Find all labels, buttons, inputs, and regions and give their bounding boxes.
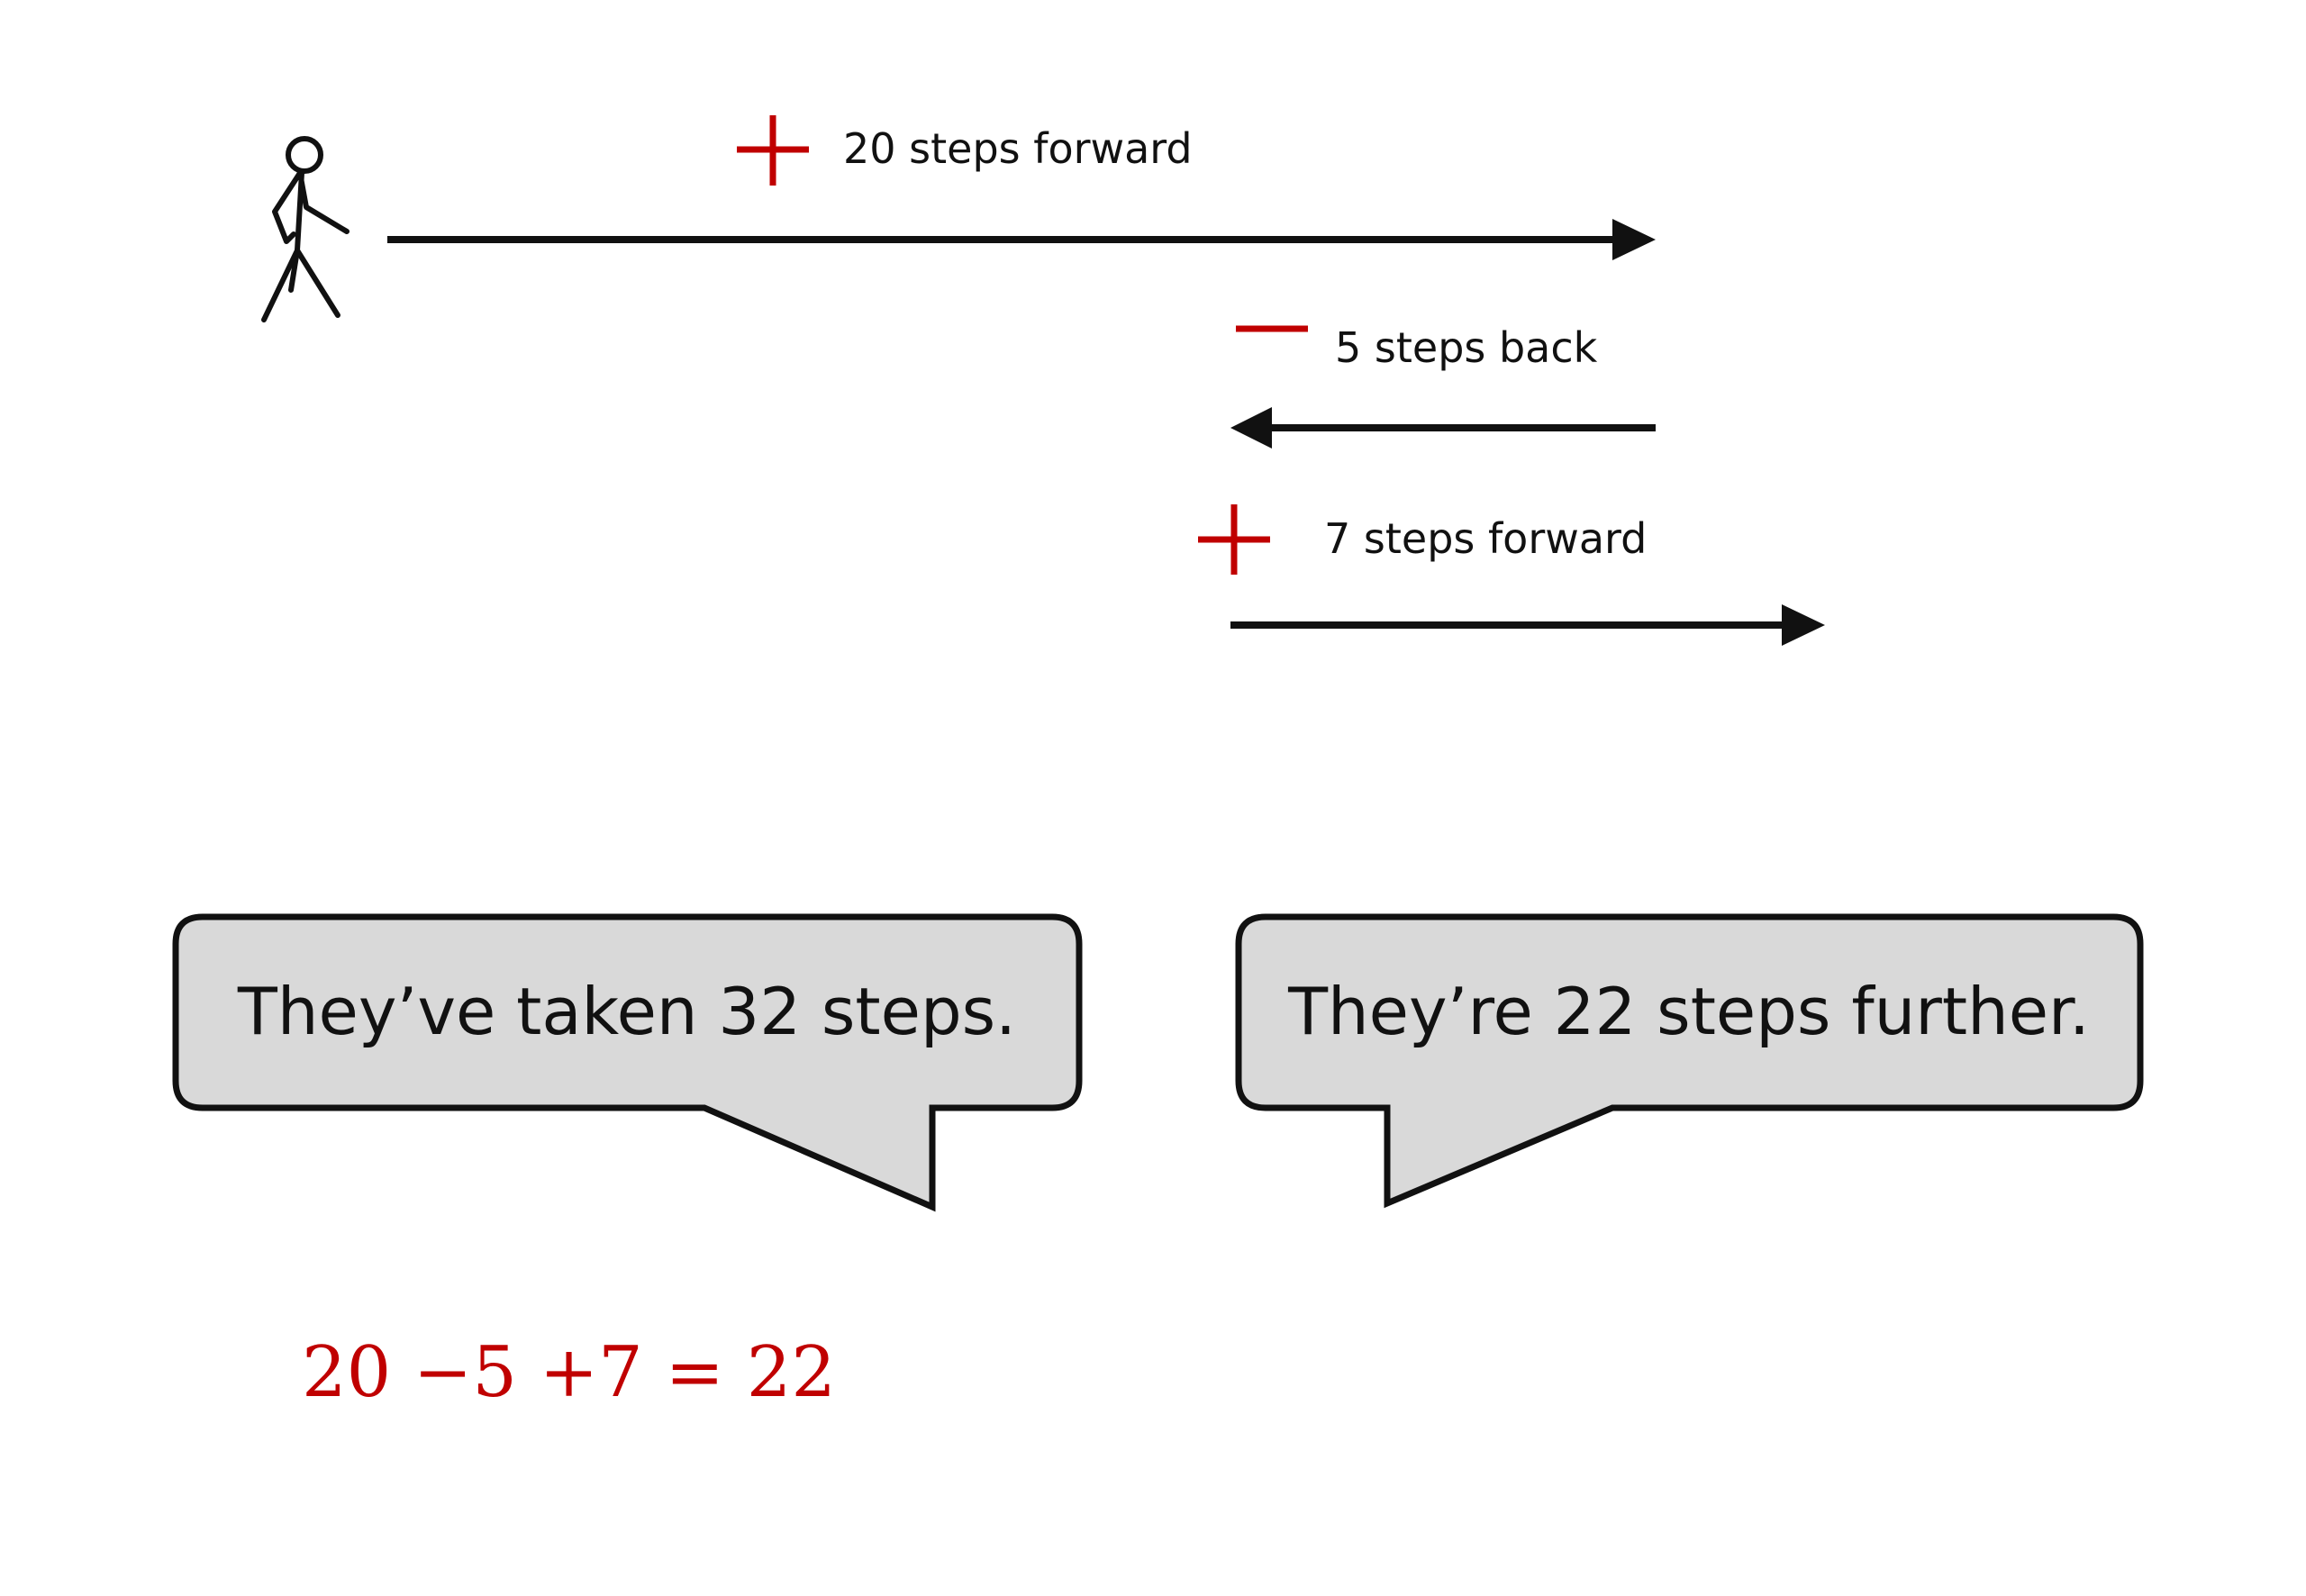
step-2-arrow xyxy=(1230,407,1656,449)
stick-figure-icon xyxy=(261,136,350,322)
step-1-sign-plus xyxy=(737,115,809,186)
step-3-label: 7 steps forward xyxy=(1324,514,1647,563)
step-1-label: 20 steps forward xyxy=(843,124,1193,173)
step-1-arrow xyxy=(387,219,1656,260)
bubble-2-text: They’re 22 steps further. xyxy=(1287,974,2090,1049)
step-3-arrow xyxy=(1230,604,1825,646)
bubble-1-text: They’ve taken 32 steps. xyxy=(237,974,1016,1049)
step-2-label: 5 steps back xyxy=(1335,323,1598,372)
step-3-sign-plus xyxy=(1198,504,1270,575)
speech-bubble-total-steps: They’ve taken 32 steps. xyxy=(172,913,1083,1212)
equation: 20 −5 +7 = 22 xyxy=(302,1332,836,1413)
speech-bubble-net-distance: They’re 22 steps further. xyxy=(1235,913,2144,1209)
